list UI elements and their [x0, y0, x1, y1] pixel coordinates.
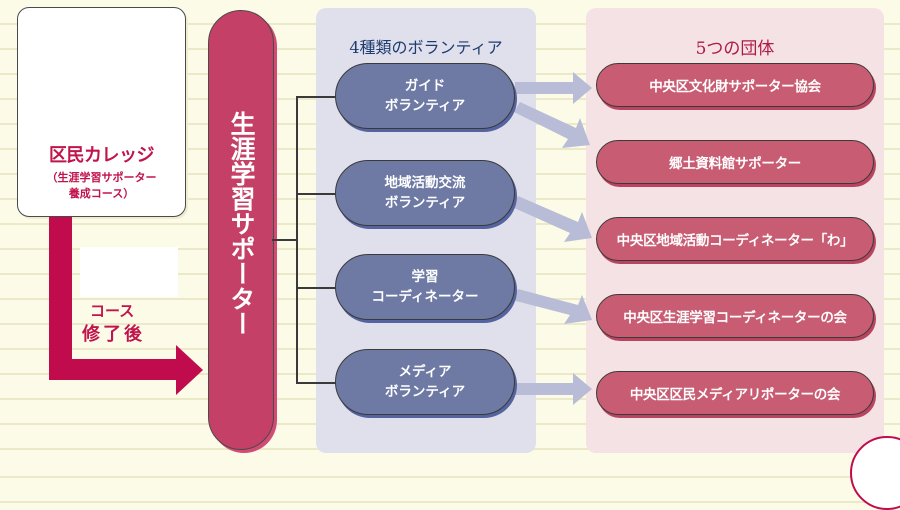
connector-stem [272, 239, 297, 241]
college-subtitle-line2: 養成コース） [68, 187, 135, 200]
organizations-panel-title: 5つの団体 [695, 39, 775, 59]
volunteer-item-line2: ボランティア [384, 98, 466, 114]
flow-arrow-guide-to-cultural [515, 72, 592, 104]
connector-branch-2 [296, 193, 336, 195]
volunteer-item: 学習 コーディネーター [335, 254, 515, 320]
volunteer-item: 地域活動交流 ボランティア [335, 160, 515, 226]
lifelong-learning-supporter-pill: 生涯学習サポーター [208, 10, 274, 450]
volunteer-item-line1: メディア [398, 364, 452, 380]
organization-item: 郷土資料館サポーター [596, 140, 874, 184]
volunteer-item-line1: 学習 [411, 269, 439, 285]
volunteer-item-line2: ボランティア [384, 384, 466, 400]
course-arrow-head-icon [176, 345, 203, 395]
ward-college-box: 区民カレッジ （生涯学習サポーター 養成コース） [17, 7, 186, 217]
connector-branch-1 [296, 96, 336, 98]
college-subtitle: （生涯学習サポーター 養成コース） [18, 170, 185, 202]
course-completed-line1: コース [90, 302, 135, 320]
volunteer-item: メディア ボランティア [335, 349, 515, 415]
flow-arrow-learning-to-coordinators [512, 289, 592, 324]
course-arrow-vertical [49, 217, 72, 362]
volunteer-item-line1: 地域活動交流 [384, 175, 466, 191]
college-title: 区民カレッジ [49, 145, 155, 166]
organization-item: 中央区区民メディアリポーターの会 [596, 371, 874, 415]
blank-label-area [80, 247, 178, 297]
flow-arrow-community-to-wa [512, 196, 592, 242]
flow-arrows [512, 72, 592, 405]
volunteer-item-line2: コーディネーター [371, 289, 479, 305]
college-subtitle-line1: （生涯学習サポーター [46, 171, 157, 184]
volunteer-panel-title: 4種類のボランティア [349, 38, 503, 57]
organization-item: 中央区文化財サポーター協会 [596, 63, 874, 107]
course-arrow-horizontal [49, 359, 179, 380]
flow-arrow-media-to-reporters [515, 373, 592, 405]
supporter-label: 生涯学習サポーター [227, 111, 256, 336]
course-completed-line2: 修了後 [82, 324, 145, 345]
connector-spine [296, 96, 298, 383]
volunteer-item-line1: ガイド [404, 78, 446, 94]
organization-item: 中央区生涯学習コーディネーターの会 [596, 294, 874, 338]
connector-branch-4 [296, 382, 336, 384]
organization-item: 中央区地域活動コーディネーター「わ」 [596, 217, 874, 261]
flow-arrow-guide-to-museum [514, 102, 590, 148]
volunteer-item: ガイド ボランティア [335, 63, 515, 129]
volunteer-item-line2: ボランティア [384, 195, 466, 211]
connector-branch-3 [296, 287, 336, 289]
course-completed-label: コース 修了後 [82, 299, 145, 347]
